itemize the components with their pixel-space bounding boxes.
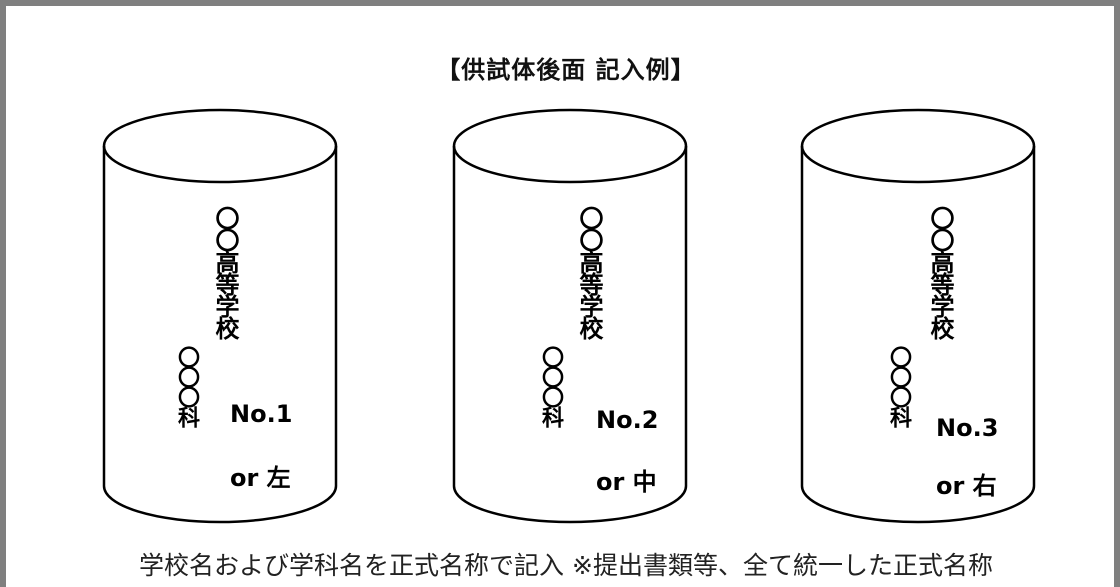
specimen-cylinder-3: 〇〇高等学校 〇〇〇科 No.3 or 右 xyxy=(798,106,1038,526)
specimen-position: or 中 xyxy=(596,468,657,496)
specimen-number: No.3 xyxy=(936,414,999,442)
specimen-position: or 右 xyxy=(936,472,997,500)
school-name: 〇〇高等学校 xyxy=(575,206,603,338)
specimen-cylinder-1: 〇〇高等学校 〇〇〇科 No.1 or 左 xyxy=(100,106,340,526)
cylinder-outline xyxy=(800,108,1036,524)
school-name: 〇〇高等学校 xyxy=(211,206,239,338)
specimen-cylinder-2: 〇〇高等学校 〇〇〇科 No.2 or 中 xyxy=(450,106,690,526)
school-name: 〇〇高等学校 xyxy=(926,206,954,338)
cylinder-outline xyxy=(102,108,338,524)
specimen-position: or 左 xyxy=(230,464,291,492)
specimen-number: No.1 xyxy=(230,400,293,428)
department-name: 〇〇〇科 xyxy=(886,346,911,426)
department-name: 〇〇〇科 xyxy=(538,346,563,426)
department-name: 〇〇〇科 xyxy=(174,346,199,426)
cylinder-outline xyxy=(452,108,688,524)
caption-note: 学校名および学科名を正式名称で記入 ※提出書類等、全て統一した正式名称 xyxy=(139,551,993,580)
page-title: 【供試体後面 記入例】 xyxy=(436,56,696,84)
specimen-number: No.2 xyxy=(596,406,659,434)
